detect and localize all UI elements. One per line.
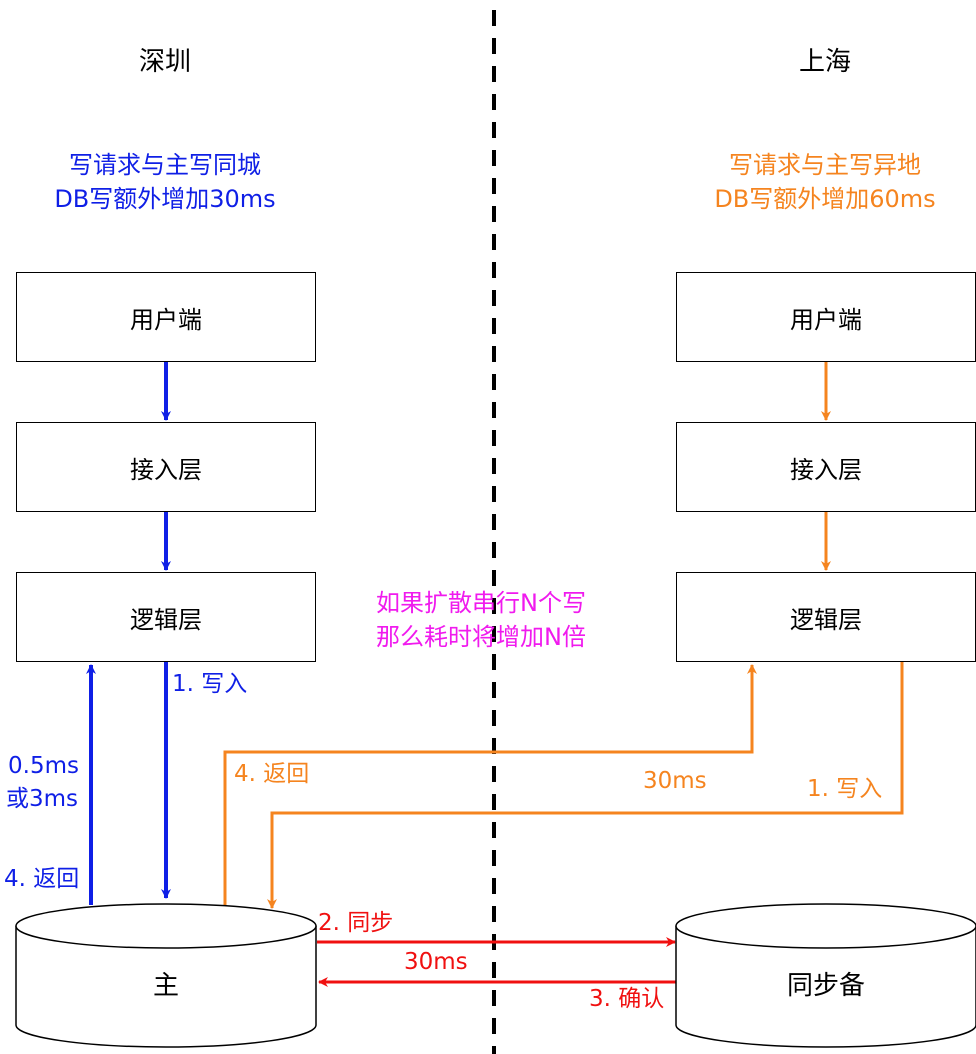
center-note: 如果扩散串行N个写 那么耗时将增加N倍 — [376, 586, 586, 654]
left-client-node: 用户端 — [16, 272, 316, 362]
edge-label-orange-write: 1. 写入 — [807, 776, 883, 802]
center-note-line2: 那么耗时将增加N倍 — [376, 623, 586, 651]
edge-label-sync-latency: 30ms — [404, 949, 468, 975]
region-left-desc-line1: 写请求与主写同城 — [69, 151, 261, 179]
edge-label-left-return: 4. 返回 — [4, 866, 80, 892]
region-right-desc: 写请求与主写异地 DB写额外增加60ms — [660, 148, 976, 216]
edge-label-left-write: 1. 写入 — [172, 671, 248, 697]
sync-db-label: 同步备 — [786, 971, 865, 1001]
region-left-title: 深圳 — [139, 47, 192, 77]
region-left-desc: 写请求与主写同城 DB写额外增加30ms — [0, 148, 330, 216]
edge-label-left-latency-1: 0.5ms — [8, 753, 79, 779]
sync-db-cylinder — [675, 903, 976, 1048]
edge-label-sync: 2. 同步 — [318, 910, 394, 936]
region-right-desc-line1: 写请求与主写异地 — [729, 151, 921, 179]
edge-label-orange-return: 4. 返回 — [234, 761, 310, 787]
right-logic-node: 逻辑层 — [676, 572, 976, 662]
edge-label-confirm: 3. 确认 — [589, 986, 665, 1012]
primary-db-label: 主 — [152, 971, 179, 1001]
right-access-node: 接入层 — [676, 422, 976, 512]
left-access-node: 接入层 — [16, 422, 316, 512]
right-client-node: 用户端 — [676, 272, 976, 362]
arrow-right-logic-to-primary — [267, 662, 904, 909]
region-right-title: 上海 — [799, 47, 852, 77]
arrow-primary-to-right-logic — [223, 664, 757, 905]
primary-db-cylinder — [15, 903, 317, 1048]
left-logic-node: 逻辑层 — [16, 572, 316, 662]
edge-label-orange-latency: 30ms — [643, 768, 707, 794]
edge-label-left-latency-2: 或3ms — [6, 786, 79, 812]
region-left-desc-line2: DB写额外增加30ms — [54, 185, 276, 213]
center-note-line1: 如果扩散串行N个写 — [376, 589, 586, 617]
region-right-desc-line2: DB写额外增加60ms — [714, 185, 936, 213]
